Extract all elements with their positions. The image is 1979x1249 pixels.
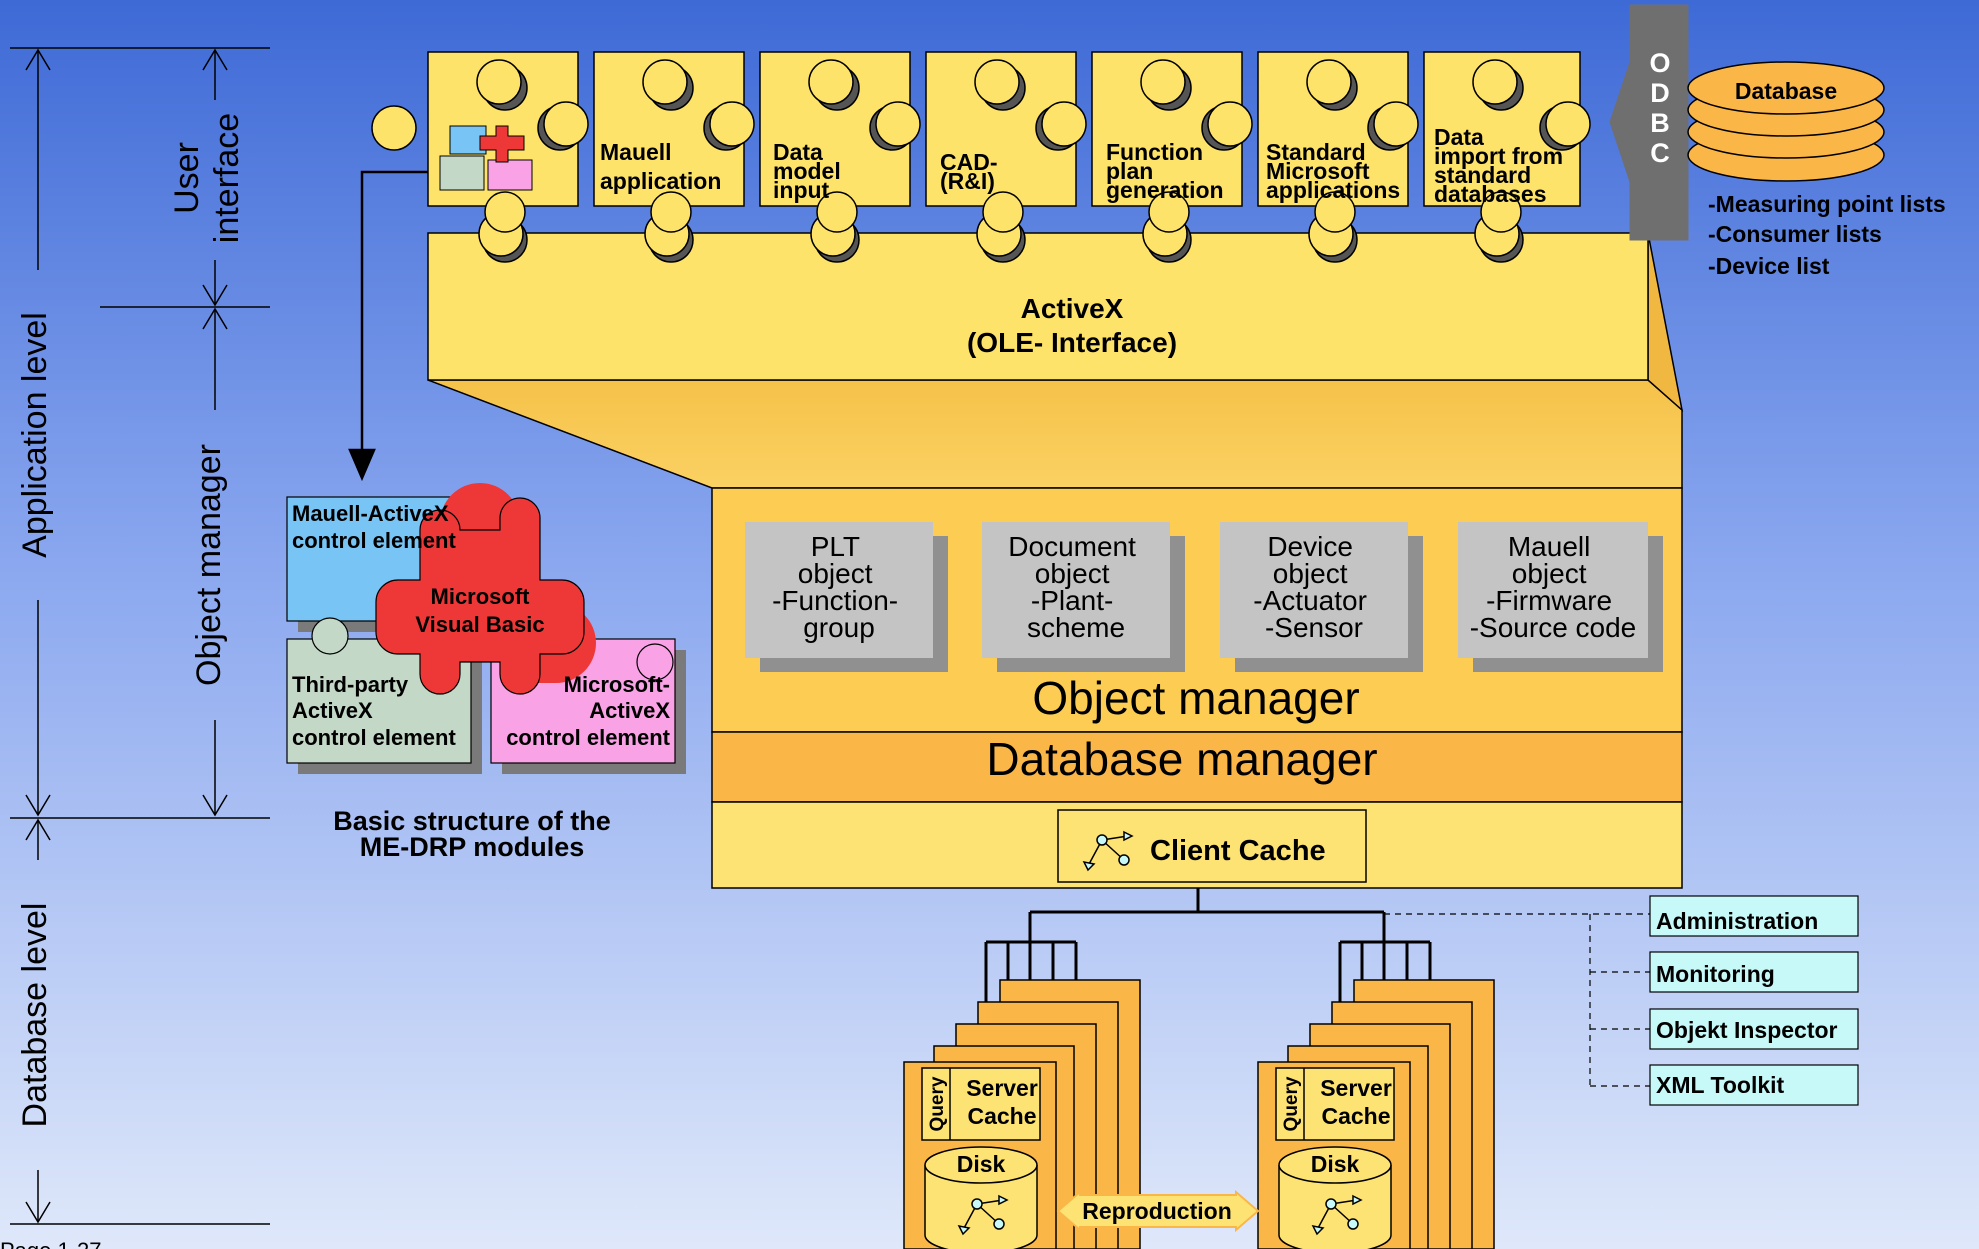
odbc-arrow: O D B C bbox=[1609, 4, 1689, 241]
svg-text:PLT object -Functi: PLT object -Function- group bbox=[772, 531, 906, 643]
level-rulers bbox=[10, 47, 270, 1225]
activex-mini-icon bbox=[439, 125, 533, 191]
activex-layer: ActiveX (OLE- Interface) bbox=[427, 232, 1649, 381]
activex-cluster: Mauell-ActiveX control element Microsoft… bbox=[286, 483, 686, 774]
piece-mauell-application: Mauell application bbox=[600, 139, 721, 194]
svg-text:C: C bbox=[1650, 138, 1670, 168]
svg-text:ActiveX: ActiveX bbox=[292, 698, 373, 723]
database-level-label: Database level bbox=[16, 903, 54, 1128]
tool-xml-toolkit[interactable]: XML Toolkit bbox=[1649, 1064, 1859, 1106]
svg-text:Visual Basic: Visual Basic bbox=[415, 612, 544, 637]
visual-basic-piece bbox=[375, 497, 585, 695]
svg-text:Database: Database bbox=[1735, 78, 1837, 104]
object-box-plt: PLT object -Function- group bbox=[745, 522, 948, 672]
svg-text:ActiveX: ActiveX bbox=[1021, 293, 1124, 324]
svg-text:D: D bbox=[1650, 78, 1670, 108]
svg-text:Reproduction: Reproduction bbox=[1082, 1198, 1232, 1224]
svg-text:control element: control element bbox=[292, 725, 456, 750]
tool-objekt-inspector[interactable]: Objekt Inspector bbox=[1649, 1008, 1859, 1050]
reproduction-arrow: Reproduction bbox=[1056, 1189, 1260, 1233]
svg-text:Microsoft-: Microsoft- bbox=[564, 672, 670, 697]
svg-text:control element: control element bbox=[506, 725, 670, 750]
svg-text:Third-party: Third-party bbox=[292, 672, 409, 697]
object-box-mauell: Mauell object -Firmware -Source code bbox=[1458, 522, 1663, 672]
object-manager-side-label: Object manager bbox=[190, 444, 228, 686]
svg-text:Query: Query bbox=[1281, 1076, 1302, 1131]
server-stack-right: Query Server Cache Disk bbox=[1257, 979, 1495, 1249]
tool-administration[interactable]: Administration bbox=[1649, 895, 1859, 937]
database-cylinder: Database bbox=[1687, 61, 1885, 182]
piece-cad: CAD- (R&I) bbox=[940, 149, 1004, 194]
svg-text:Mauell-ActiveX: Mauell-ActiveX bbox=[292, 501, 449, 526]
svg-text:Cache: Cache bbox=[967, 1103, 1036, 1129]
svg-text:Server: Server bbox=[966, 1075, 1038, 1101]
svg-text:Server: Server bbox=[1320, 1075, 1392, 1101]
svg-text:Document object -P: Document object -Plant- scheme bbox=[1008, 531, 1143, 643]
svg-text:Monitoring: Monitoring bbox=[1656, 961, 1775, 987]
tool-monitoring[interactable]: Monitoring bbox=[1649, 951, 1859, 993]
piece-data-model-input: Data model input bbox=[773, 139, 847, 203]
svg-text:Disk: Disk bbox=[1311, 1151, 1360, 1177]
svg-text:Device object -Act: Device object -Actuator -Sensor bbox=[1253, 531, 1374, 643]
svg-text:Administration: Administration bbox=[1656, 908, 1818, 934]
database-manager-title: Database manager bbox=[986, 733, 1377, 785]
svg-text:Microsoft: Microsoft bbox=[431, 584, 531, 609]
client-cache-box: Client Cache bbox=[1057, 809, 1367, 883]
svg-text:Disk: Disk bbox=[957, 1151, 1006, 1177]
piece-standard-microsoft: Standard Microsoft applications bbox=[1266, 139, 1400, 203]
piece-function-plan: Function plan generation bbox=[1106, 139, 1224, 203]
cluster-caption-line1: Basic structure of the bbox=[333, 806, 611, 836]
activex-pointer-arrow bbox=[348, 170, 428, 482]
puzzle-row bbox=[371, 51, 1591, 263]
piece-data-import: Data import from standard databases bbox=[1434, 124, 1569, 207]
tool-connector-lines bbox=[1384, 913, 1650, 1087]
svg-text:control element: control element bbox=[292, 528, 456, 553]
svg-text:Mauell object -Fir: Mauell object -Firmware -Source code bbox=[1470, 531, 1637, 643]
svg-text:B: B bbox=[1650, 108, 1670, 138]
svg-text:Cache: Cache bbox=[1321, 1103, 1390, 1129]
svg-text:XML Toolkit: XML Toolkit bbox=[1656, 1072, 1785, 1098]
svg-text:Objekt Inspector: Objekt Inspector bbox=[1656, 1017, 1838, 1043]
svg-text:Query: Query bbox=[927, 1076, 948, 1131]
database-lists: -Measuring point lists -Consumer lists -… bbox=[1708, 191, 1952, 279]
svg-text:(OLE- Interface): (OLE- Interface) bbox=[967, 327, 1177, 358]
cluster-caption-line2: ME-DRP modules bbox=[360, 832, 585, 862]
object-box-device: Device object -Actuator -Sensor bbox=[1220, 522, 1423, 672]
object-box-document: Document object -Plant- scheme bbox=[982, 522, 1185, 672]
user-interface-label-line2: interface bbox=[208, 113, 246, 243]
application-level-label: Application level bbox=[16, 312, 54, 558]
svg-text:Client Cache: Client Cache bbox=[1150, 835, 1326, 867]
svg-text:O: O bbox=[1649, 48, 1670, 78]
object-manager-title: Object manager bbox=[1032, 672, 1359, 724]
svg-text:ActiveX: ActiveX bbox=[589, 698, 670, 723]
page-number: Page 1-27 bbox=[0, 1238, 102, 1249]
user-interface-label-line1: User bbox=[168, 142, 206, 214]
